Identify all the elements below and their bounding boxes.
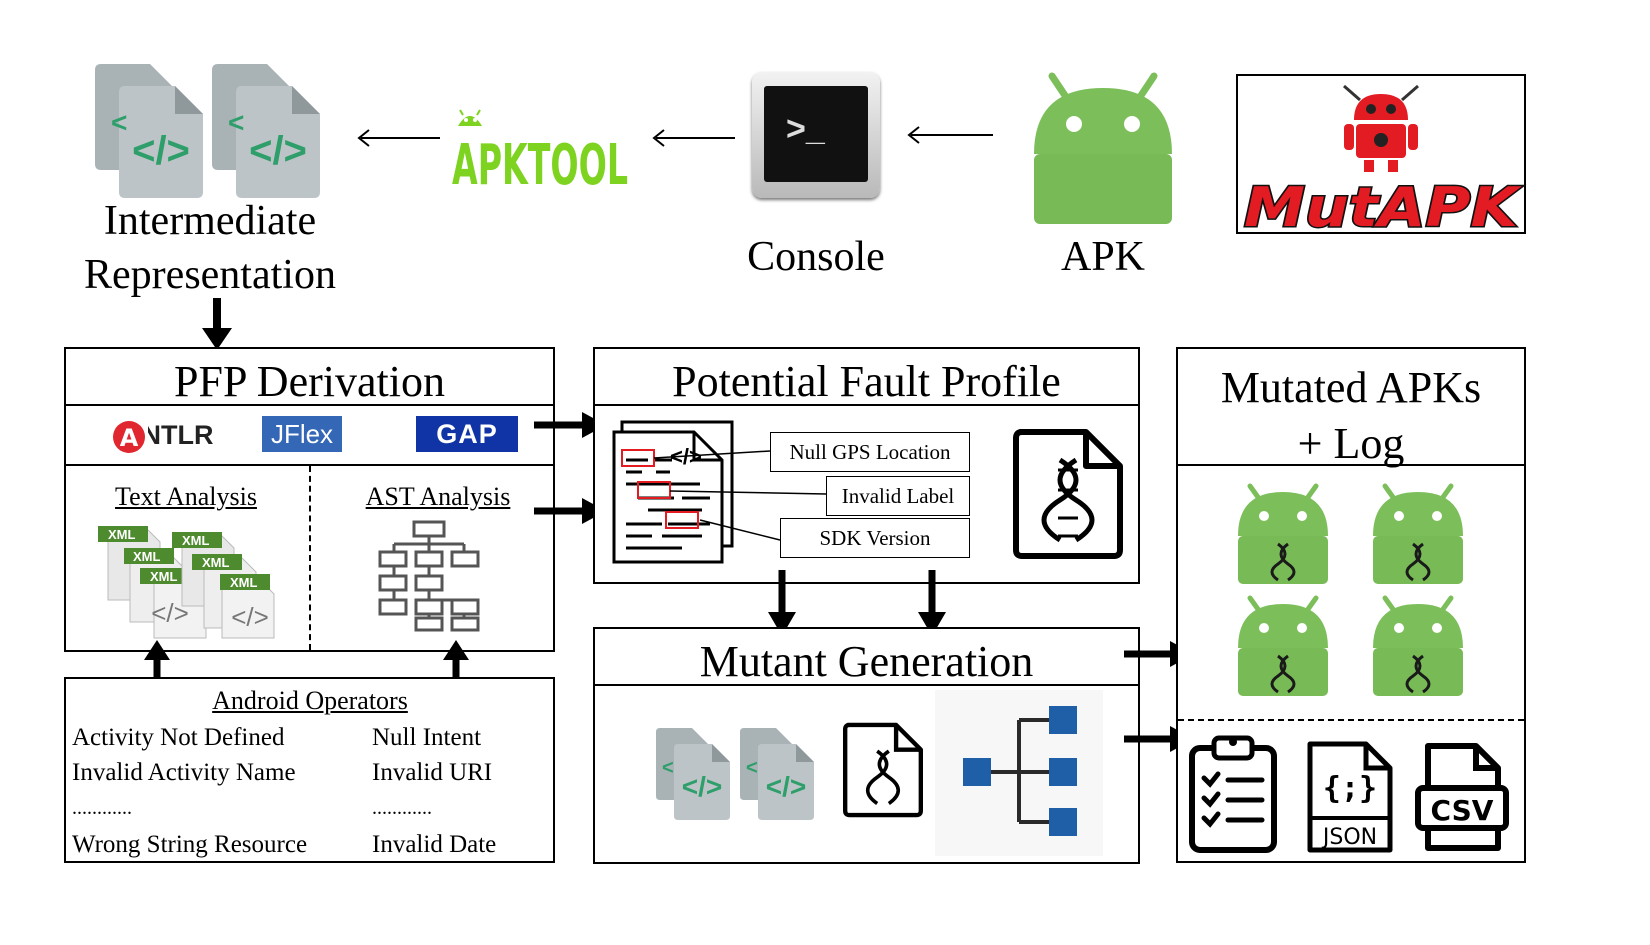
csv-file-icon: CSV	[1415, 743, 1509, 851]
operator-item: Null Intent	[372, 724, 482, 751]
xml-tag: XML	[133, 549, 161, 564]
arrow-down-icon	[918, 570, 946, 636]
code-file-icon: </> <	[212, 64, 320, 198]
hierarchy-tree-icon	[935, 690, 1103, 856]
ast-analysis-label: AST Analysis	[365, 482, 511, 511]
xml-tag: XML	[230, 575, 258, 590]
android-icon	[1034, 72, 1172, 224]
ast-tree-icon	[378, 520, 480, 632]
dna-file-icon	[1013, 429, 1123, 559]
operator-item: Activity Not Defined	[72, 724, 285, 751]
callout-null-gps-location: Null GPS Location	[770, 432, 970, 472]
xml-tag: XML	[182, 533, 210, 548]
arrow-down-icon	[202, 298, 232, 350]
callout-connectors	[653, 450, 827, 541]
mutated-android-icon	[1373, 483, 1463, 584]
arrow-down-icon	[768, 570, 796, 636]
code-document-icon: </>	[612, 420, 734, 564]
arrow-left-icon	[652, 129, 735, 147]
arrow-left-icon	[907, 126, 993, 144]
json-file-icon: {;} JSON	[1307, 741, 1393, 853]
robot-icon	[1343, 84, 1419, 172]
svg-text:JSON: JSON	[1321, 825, 1377, 850]
android-operators-title: Android Operators	[212, 686, 408, 715]
apktool-logo: APKTOOL	[452, 109, 628, 198]
xml-tag: XML	[150, 569, 178, 584]
code-file-icon: </> <	[740, 728, 814, 820]
svg-text:{;}: {;}	[1323, 771, 1377, 806]
console-prompt: >_	[786, 110, 825, 148]
code-file-icon: </> <	[656, 728, 730, 820]
text-analysis-label: Text Analysis	[115, 482, 257, 511]
dna-file-icon	[843, 722, 923, 818]
xml-tag: XML	[202, 555, 230, 570]
callout-invalid-label: Invalid Label	[826, 476, 970, 516]
potential-fault-profile-title: Potential Fault Profile	[672, 357, 1061, 406]
intermediate-representation-label: Intermediate Representation	[84, 198, 336, 298]
svg-text:APKTOOL: APKTOOL	[452, 133, 628, 198]
svg-text:A: A	[120, 424, 139, 452]
svg-text:<: <	[662, 757, 674, 779]
xml-tag: XML	[108, 527, 136, 542]
mutapk-logo: MutAPK	[1236, 74, 1526, 241]
mutated-apks-title: Mutated APKs + Log	[1220, 363, 1482, 468]
terminal-icon: >_	[752, 72, 880, 198]
svg-text:</>: </>	[249, 129, 307, 173]
mutated-android-icon	[1238, 595, 1328, 696]
mutated-android-icon	[1373, 595, 1463, 696]
apk-label: APK	[1060, 234, 1146, 280]
code-file-icon: </> <	[95, 64, 203, 198]
jflex-logo: JFlex	[262, 416, 342, 452]
console-label: Console	[747, 234, 885, 280]
arrow-left-icon	[357, 129, 440, 147]
operator-ellipsis: ............	[72, 797, 132, 819]
svg-text:CSV: CSV	[1431, 794, 1494, 827]
mutapk-wordmark: MutAPK	[1243, 175, 1525, 241]
operator-ellipsis: ............	[372, 797, 432, 819]
svg-text:</>: </>	[231, 602, 269, 632]
mutated-android-icon	[1238, 483, 1328, 584]
svg-text:</>: </>	[132, 129, 190, 173]
svg-text:<: <	[111, 107, 127, 138]
svg-text:MutAPK: MutAPK	[1244, 176, 1523, 239]
operator-item: Invalid URI	[372, 759, 493, 786]
operator-item: Invalid Date	[372, 831, 497, 858]
gap-logo: GAP	[416, 416, 518, 452]
svg-text:<: <	[746, 757, 758, 779]
pfp-derivation-title: PFP Derivation	[174, 357, 445, 406]
mutant-generation-title: Mutant Generation	[699, 637, 1034, 686]
clipboard-checklist-icon	[1189, 735, 1277, 853]
xml-files-icon: </> </>	[98, 526, 275, 639]
svg-text:</>: </>	[682, 771, 722, 802]
antlr-icon: A	[113, 421, 145, 453]
android-operators-panel	[64, 677, 555, 863]
operator-item: Wrong String Resource	[72, 831, 308, 858]
svg-text:<: <	[228, 107, 244, 138]
callout-sdk-version: SDK Version	[780, 518, 970, 558]
operator-item: Invalid Activity Name	[72, 759, 296, 786]
svg-text:</>: </>	[766, 771, 806, 802]
